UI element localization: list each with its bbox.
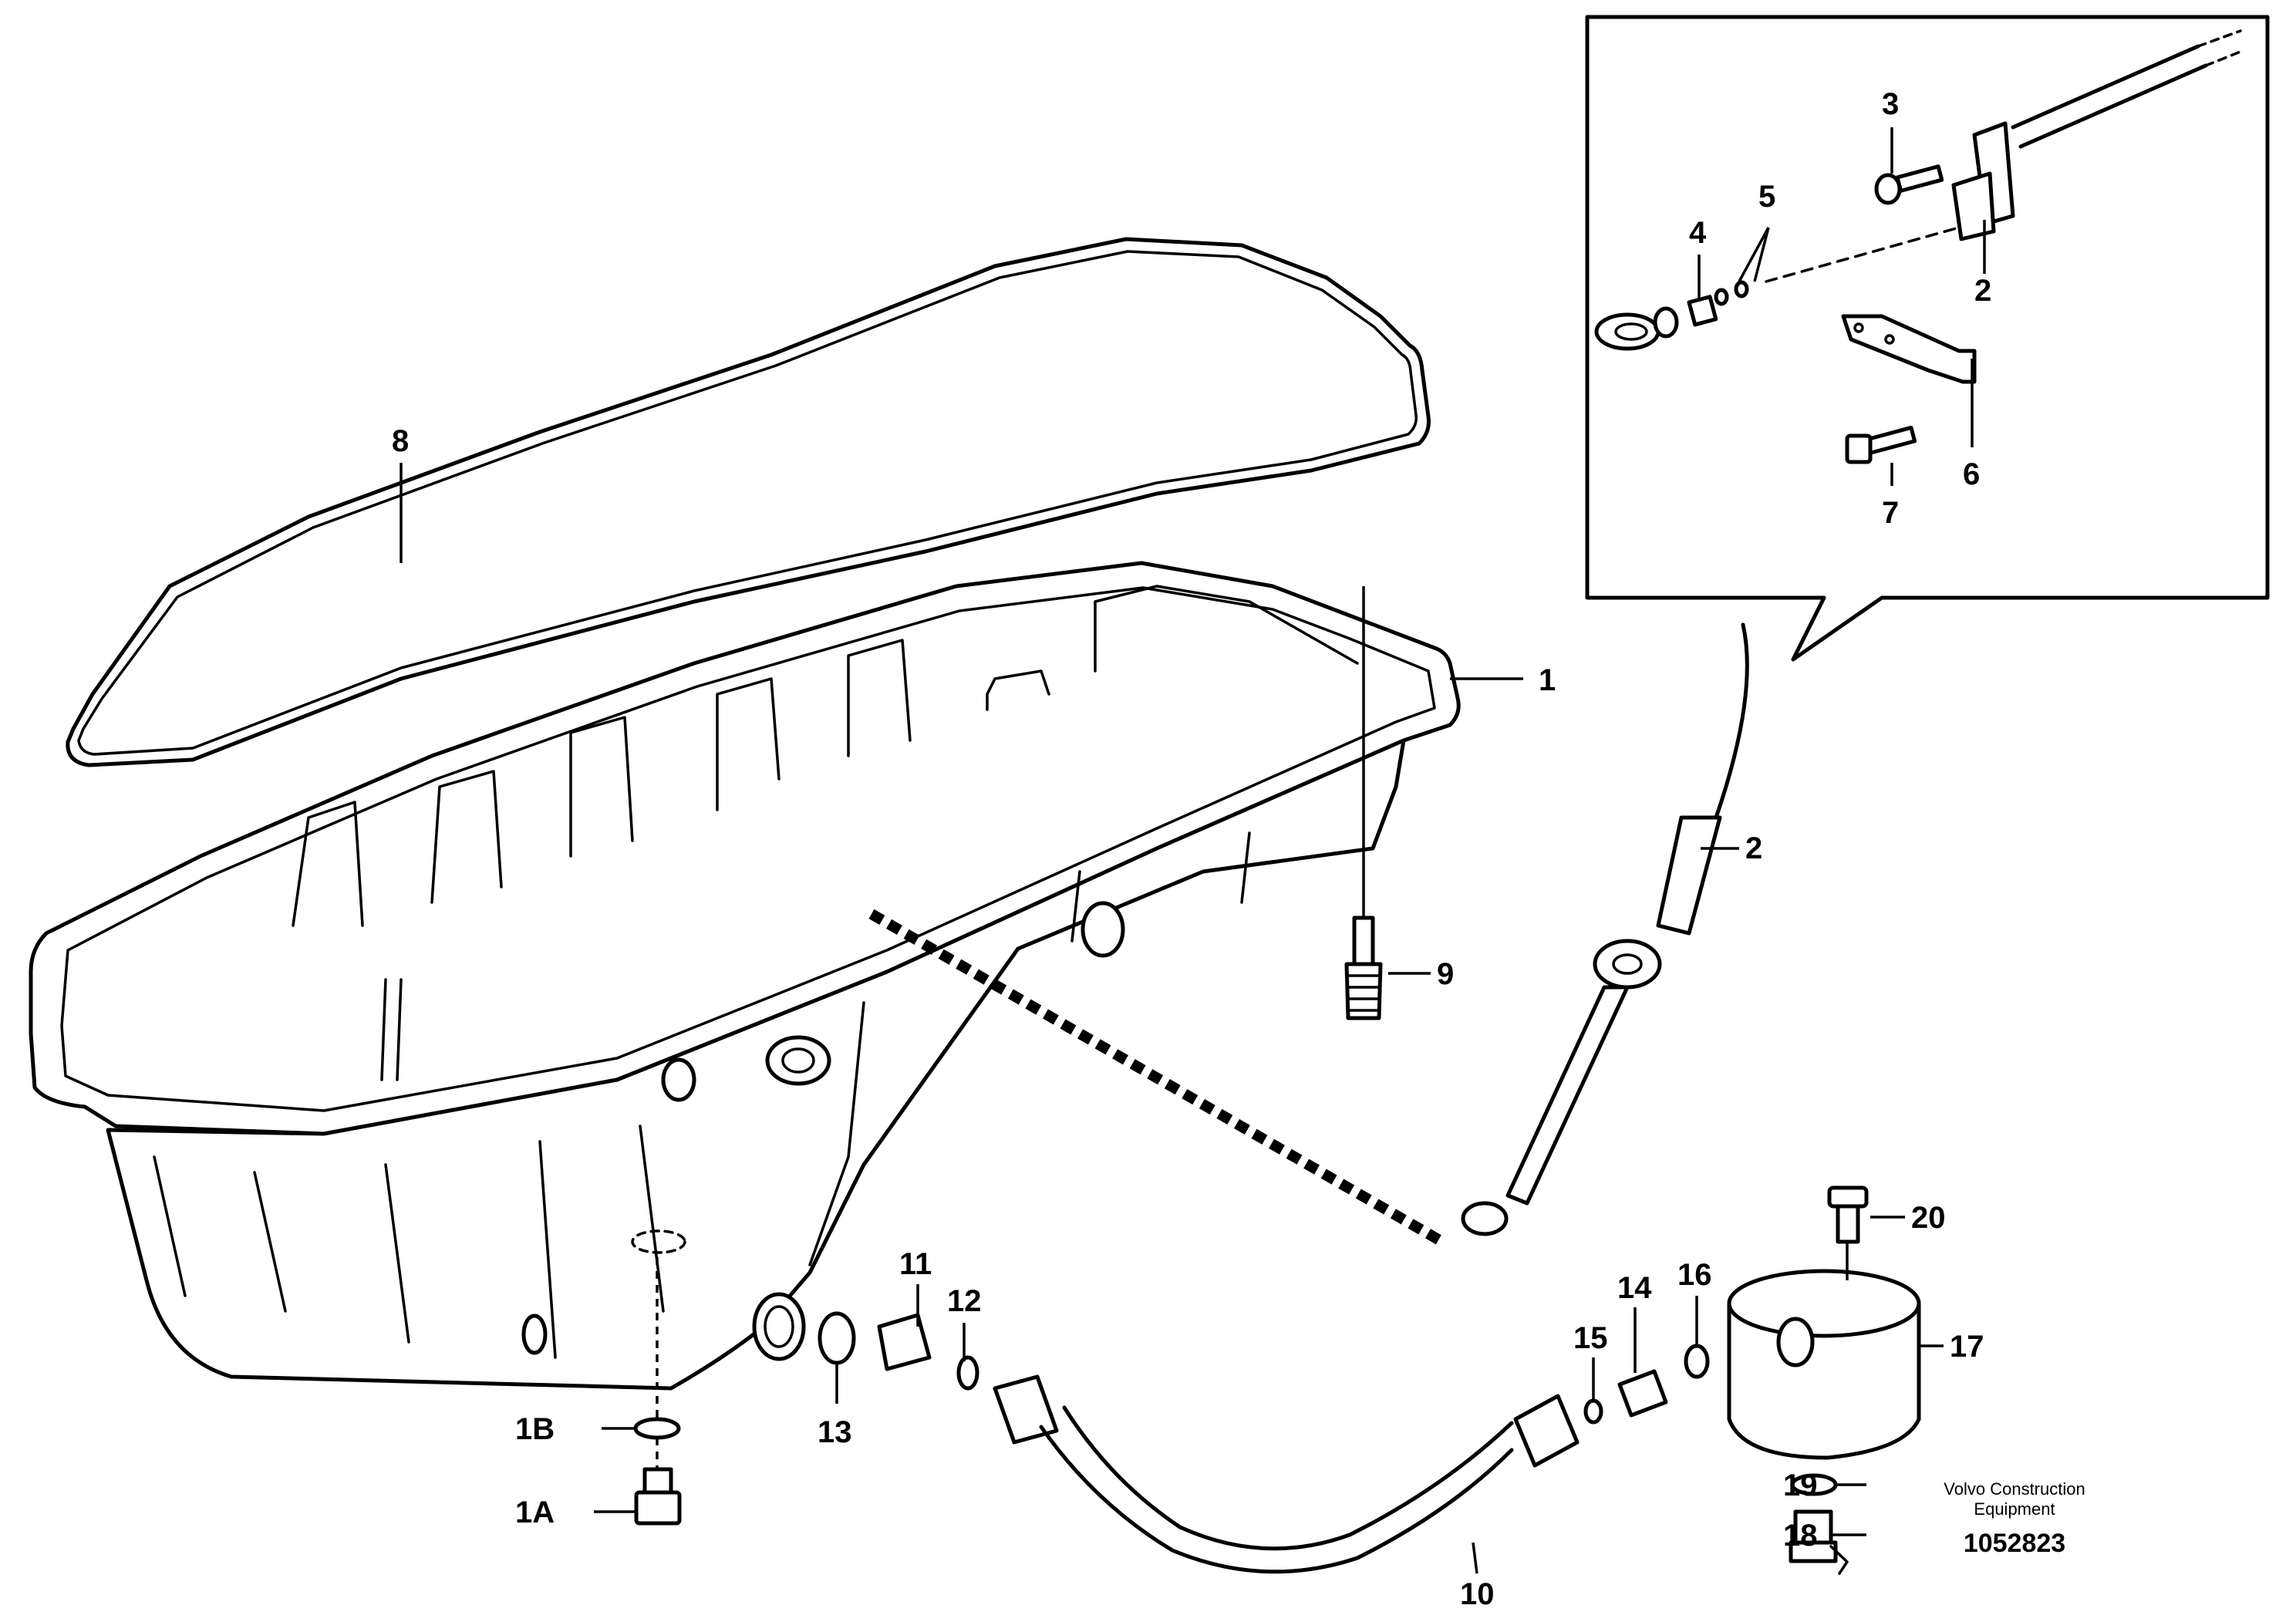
leader-lines — [400, 127, 1986, 1574]
label-15: 15 — [1573, 1321, 1608, 1355]
label-7: 7 — [1882, 496, 1899, 530]
label-10: 10 — [1460, 1577, 1495, 1611]
o-ring-16 — [1684, 1344, 1710, 1379]
seal-13 — [818, 1311, 856, 1365]
label-3: 3 — [1882, 87, 1899, 121]
label-4: 4 — [1689, 216, 1707, 250]
sensor-housing-assembly — [1727, 1185, 1921, 1575]
hose-assembly — [818, 1311, 1710, 1574]
publisher-credit: Volvo Construction Equipment 1052823 — [1944, 1479, 2085, 1558]
oil-pan-gasket — [66, 237, 1431, 767]
label-6: 6 — [1963, 457, 1980, 491]
label-1: 1 — [1539, 663, 1556, 697]
drain-plug-assembly — [633, 1257, 682, 1526]
label-18: 18 — [1783, 1519, 1818, 1553]
label-1a: 1A — [515, 1496, 555, 1529]
label-5: 5 — [1758, 180, 1775, 214]
label-11: 11 — [899, 1247, 932, 1281]
drain-plug — [634, 1490, 682, 1526]
dipstick-tube — [1461, 622, 1749, 1236]
dipstick-inset — [1594, 312, 1660, 351]
stud — [1344, 586, 1383, 1020]
o-ring-5b — [1734, 280, 1749, 298]
label-9: 9 — [1437, 957, 1454, 991]
label-12: 12 — [947, 1284, 982, 1318]
o-ring-5a — [1714, 288, 1729, 306]
document-number: 1052823 — [1964, 1529, 2065, 1558]
screw-20 — [1836, 1201, 1860, 1244]
o-ring-12 — [956, 1355, 979, 1391]
oil-pan — [29, 561, 1461, 1391]
label-20: 20 — [1911, 1201, 1946, 1235]
label-19: 19 — [1783, 1469, 1818, 1502]
label-16: 16 — [1677, 1258, 1712, 1292]
label-2-inset: 2 — [1974, 274, 1991, 308]
o-ring-15 — [1583, 1398, 1603, 1425]
label-14: 14 — [1617, 1271, 1652, 1305]
label-8: 8 — [392, 424, 409, 458]
bracket-inset — [1841, 314, 1977, 384]
label-2: 2 — [1745, 831, 1762, 865]
routing-dashed-line — [868, 909, 1445, 1247]
credit-line-1: Volvo Construction — [1944, 1479, 2085, 1499]
label-1b: 1B — [515, 1412, 555, 1446]
label-17: 17 — [1950, 1330, 1984, 1364]
inset-detail — [1585, 15, 2270, 662]
part-labels: 1 2 8 9 1B 1A 10 11 12 13 14 15 16 17 18… — [392, 87, 1991, 1611]
nipple-11 — [877, 1313, 932, 1371]
credit-line-2: Equipment — [1974, 1499, 2055, 1519]
label-13: 13 — [818, 1415, 852, 1449]
plug-washer — [633, 1417, 681, 1440]
nipple-14 — [1617, 1369, 1668, 1418]
